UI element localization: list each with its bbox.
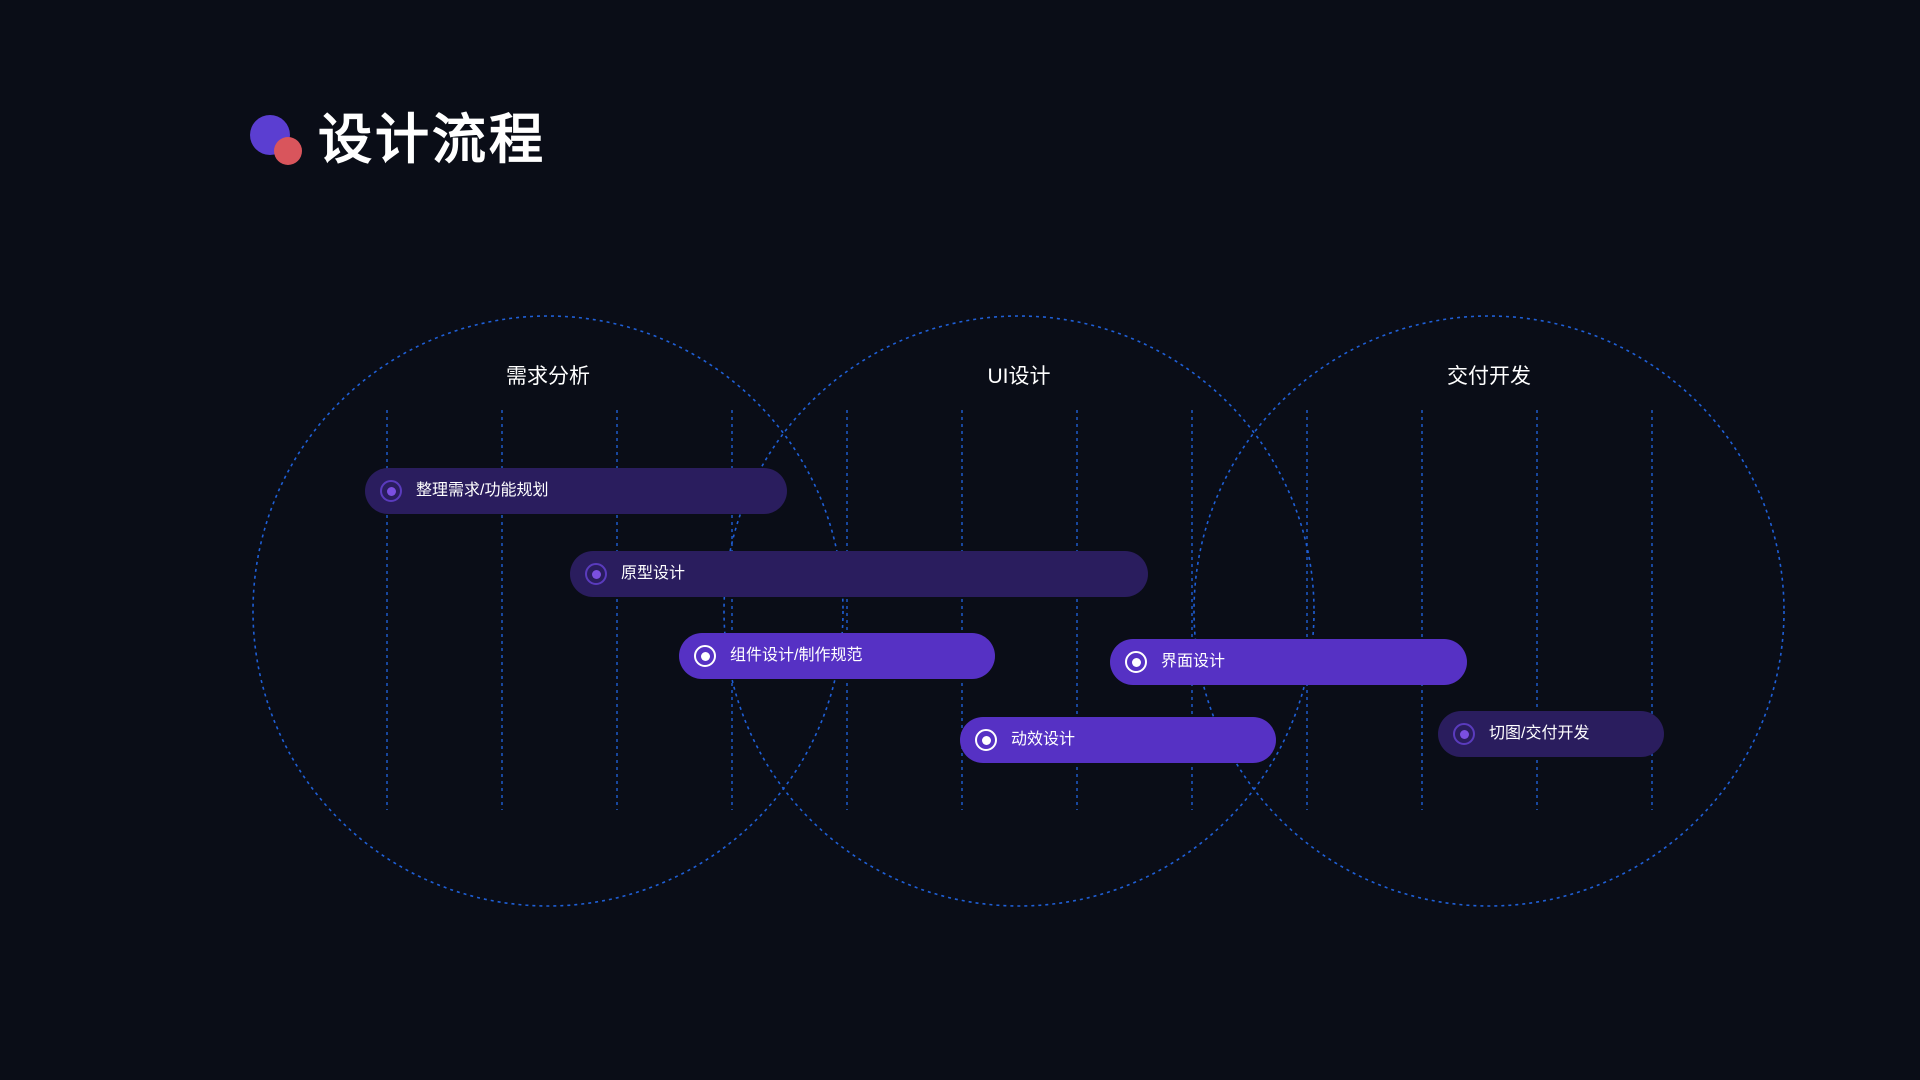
logo-circle-red xyxy=(274,137,302,165)
phase-label-delivery: 交付开发 xyxy=(1447,365,1531,388)
task-label-interface: 界面设计 xyxy=(1161,653,1226,670)
phase-circle-delivery xyxy=(1193,315,1785,907)
task-label-organize: 整理需求/功能规划 xyxy=(416,482,549,499)
task-label-component: 组件设计/制作规范 xyxy=(730,647,863,664)
task-bar-motion: 动效设计 xyxy=(960,717,1276,763)
radio-dot-icon xyxy=(694,645,716,667)
task-label-prototype: 原型设计 xyxy=(621,565,686,582)
task-label-motion: 动效设计 xyxy=(1011,731,1076,748)
phase-circle-requirements xyxy=(252,315,844,907)
overlapping-circles-icon xyxy=(250,115,302,167)
task-bar-organize: 整理需求/功能规划 xyxy=(365,468,787,514)
radio-dot-icon xyxy=(1453,723,1475,745)
task-bar-component: 组件设计/制作规范 xyxy=(679,633,995,679)
task-label-slicing: 切图/交付开发 xyxy=(1489,725,1590,742)
task-bar-prototype: 原型设计 xyxy=(570,551,1148,597)
phase-circle-ui-design xyxy=(723,315,1315,907)
radio-dot-icon xyxy=(1125,651,1147,673)
radio-dot-icon xyxy=(380,480,402,502)
phase-circles xyxy=(252,315,1785,907)
phase-label-ui-design: UI设计 xyxy=(987,365,1051,388)
page-title: 设计流程 xyxy=(318,110,546,170)
radio-dot-icon xyxy=(585,563,607,585)
task-bar-slicing: 切图/交付开发 xyxy=(1438,711,1664,757)
phase-label-requirements: 需求分析 xyxy=(506,365,590,388)
task-bar-interface: 界面设计 xyxy=(1110,639,1467,685)
radio-dot-icon xyxy=(975,729,997,751)
